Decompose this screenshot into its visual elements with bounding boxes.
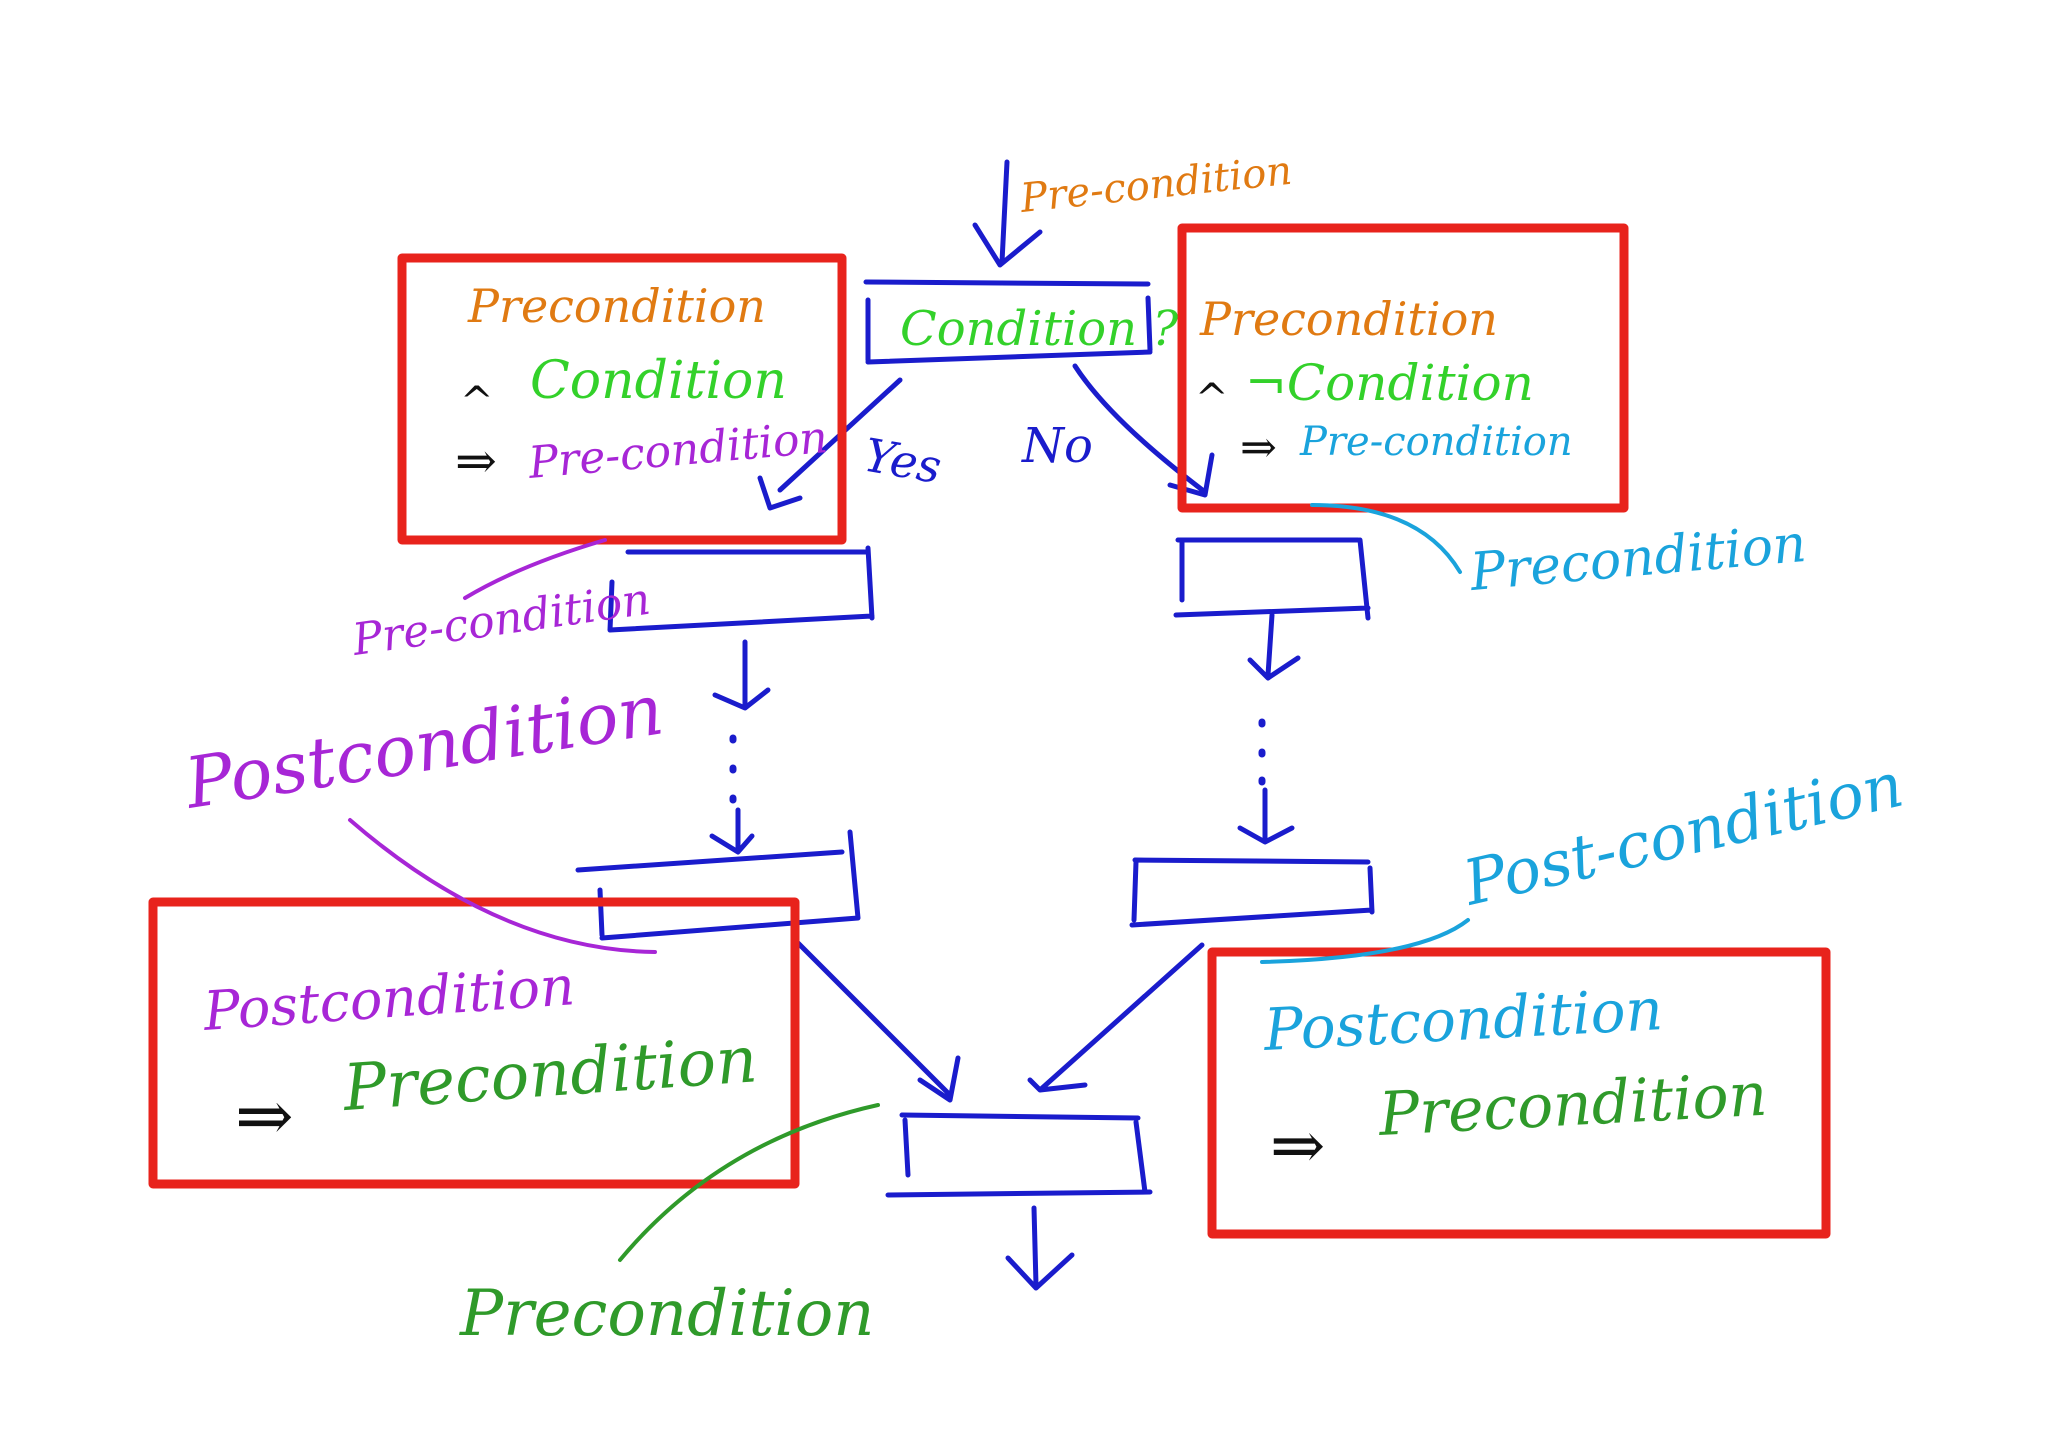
left-step-box-1: [607, 545, 875, 633]
green-pre-curve: [618, 1103, 880, 1262]
right-merge-box-text: Postcondition ⇒ Precondition: [1261, 975, 1769, 1184]
highlight-boxes: [148, 223, 1831, 1239]
no-box-and: ^: [1195, 376, 1229, 422]
yes-branch-box-text: Precondition ^ Condition ⇒ Pre-condition: [455, 279, 830, 490]
no-arrow: [1072, 363, 1215, 498]
right-precondition-annotation: Precondition: [1467, 514, 1809, 603]
merge-box: [885, 1112, 1153, 1198]
left-postcondition-annotation: Postcondition: [178, 668, 669, 825]
no-box-implies: ⇒: [1240, 422, 1277, 473]
yes-box-implies: ⇒: [455, 432, 497, 490]
exit-arrow: [1005, 1205, 1075, 1291]
yes-box-pre-condition: Pre-condition: [526, 412, 830, 489]
merge-arrow-right: [1027, 942, 1205, 1093]
entry-arrow: [972, 159, 1043, 268]
decision-box: [863, 279, 1153, 365]
purple-post-curve: [348, 818, 657, 954]
left-merge-precondition: Precondition: [340, 1023, 760, 1126]
no-box-not-condition: ¬Condition: [1245, 354, 1534, 412]
yes-box-precondition: Precondition: [467, 279, 766, 333]
no-branch-box: [1177, 223, 1629, 513]
left-merge-box: [148, 897, 800, 1189]
no-label: No: [1021, 418, 1093, 474]
purple-pre-curve: [463, 538, 607, 600]
left-merge-implies: ⇒: [235, 1075, 294, 1157]
top-precondition-label: Pre-condition: [1017, 148, 1294, 222]
right-arrow-1: [1247, 612, 1301, 681]
yes-box-condition: Condition: [530, 351, 787, 411]
bottom-precondition-annotation: Precondition: [459, 1277, 875, 1351]
right-arrow-2: [1237, 787, 1295, 845]
no-box-precondition: Precondition: [1199, 292, 1498, 346]
left-arrow-2: [709, 807, 755, 855]
right-step-box-2: [1129, 857, 1375, 928]
merge-arrow-left: [792, 937, 961, 1103]
decision-label: Condition ?: [900, 301, 1178, 357]
no-box-pre-condition: Pre-condition: [1299, 419, 1573, 465]
left-merge-postcondition: Postcondition: [201, 954, 577, 1043]
right-post-condition-annotation: Post-condition: [1456, 748, 1910, 920]
left-merge-box-text: Postcondition ⇒ Precondition: [201, 954, 760, 1157]
cyan-post-curve: [1260, 918, 1470, 964]
yes-label: Yes: [860, 428, 945, 495]
left-arrow-1: [712, 639, 771, 711]
right-merge-postcondition: Postcondition: [1261, 975, 1664, 1064]
flow-structure: [575, 159, 1375, 1291]
right-merge-box: [1207, 947, 1831, 1239]
right-merge-implies: ⇒: [1270, 1107, 1325, 1184]
cyan-pre-curve: [1310, 503, 1462, 574]
right-merge-precondition: Precondition: [1376, 1060, 1769, 1150]
yes-branch-box: [397, 253, 847, 545]
left-step-box-2: [575, 829, 861, 941]
left-pre-condition-annotation: Pre-condition: [348, 574, 653, 666]
yes-box-and: ^: [460, 379, 494, 425]
annotation-curves: [348, 503, 1470, 1262]
no-branch-box-text: Precondition ^ ¬Condition ⇒ Pre-conditio…: [1195, 292, 1573, 473]
right-step-box-1: [1173, 537, 1371, 621]
